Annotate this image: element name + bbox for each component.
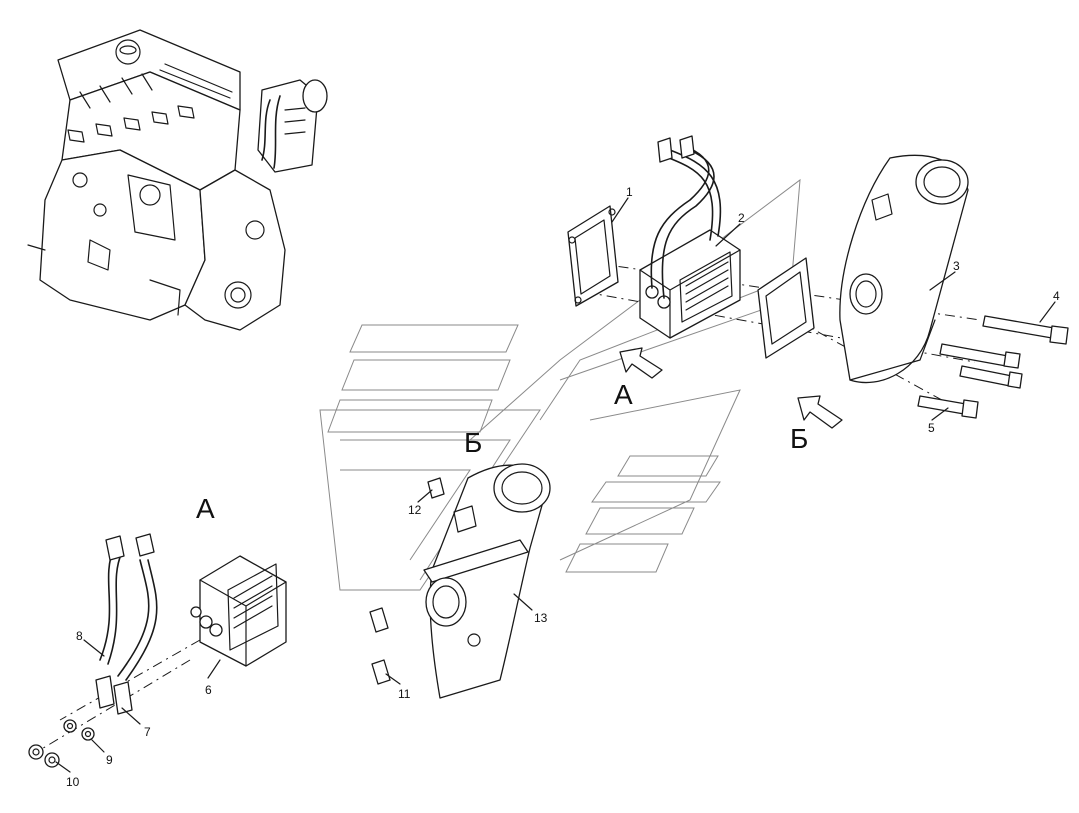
callout-4: 4 — [1053, 289, 1060, 303]
callout-6: 6 — [205, 683, 212, 697]
callout-11: 11 — [398, 687, 411, 701]
callout-9: 9 — [106, 753, 113, 767]
pin-12 — [427, 477, 445, 499]
pin-11b — [371, 659, 391, 685]
callout-13: 13 — [534, 611, 548, 625]
view-label-b-right: Б — [790, 423, 808, 454]
callout-10: 10 — [66, 775, 80, 789]
gasket-1 — [567, 205, 619, 307]
intake-pipe-3 — [839, 154, 969, 384]
callout-3: 3 — [953, 259, 960, 273]
leader-lines — [55, 197, 1056, 773]
bolt-5 — [917, 395, 979, 419]
bolt-4 — [982, 315, 1069, 345]
nuts-washers-9-10 — [28, 719, 95, 768]
callout-12: 12 — [408, 503, 422, 517]
air-heater-2 — [639, 135, 741, 339]
bolt-4b — [939, 343, 1021, 369]
callout-5: 5 — [928, 421, 935, 435]
callout-8: 8 — [76, 629, 83, 643]
view-arrow-b — [797, 395, 843, 429]
cable-8 — [95, 533, 158, 715]
view-label-a-detail: А — [196, 493, 215, 524]
view-label-a-arrow: А — [614, 379, 633, 410]
intake-elbow-13 — [423, 463, 551, 699]
callout-7: 7 — [144, 725, 151, 739]
callout-1: 1 — [626, 185, 633, 199]
view-label-b-left: Б — [464, 427, 482, 458]
heater-detail-6 — [190, 555, 287, 667]
pin-11a — [369, 607, 389, 633]
view-arrow-a — [619, 347, 663, 379]
callout-2: 2 — [738, 211, 745, 225]
gasket-right — [757, 257, 815, 359]
bolt-4c — [959, 365, 1023, 389]
engine-block-illustration — [27, 29, 328, 331]
